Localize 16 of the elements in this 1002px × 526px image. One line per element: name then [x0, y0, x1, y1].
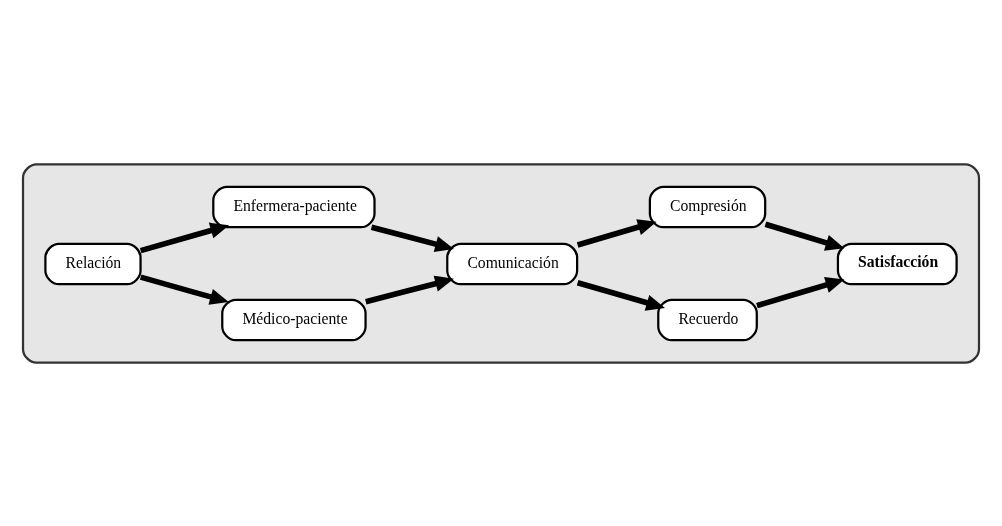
node-box: Enfermera-paciente [212, 185, 376, 228]
arrow [370, 223, 454, 252]
node-box: Compresión [648, 185, 767, 228]
node-box: Médico-paciente [221, 298, 367, 341]
node-box: Relación [44, 242, 142, 285]
node-box: Recuerdo [657, 298, 758, 341]
arrow [576, 279, 665, 311]
node-box: Satisfacción [836, 242, 958, 285]
cluster [21, 162, 981, 364]
node-box: Comunicación [446, 242, 579, 285]
arrow [764, 221, 845, 251]
arrow [139, 274, 229, 305]
arrow [139, 222, 230, 253]
arrow [365, 275, 454, 304]
arrow [756, 276, 845, 308]
arrow [576, 218, 657, 248]
